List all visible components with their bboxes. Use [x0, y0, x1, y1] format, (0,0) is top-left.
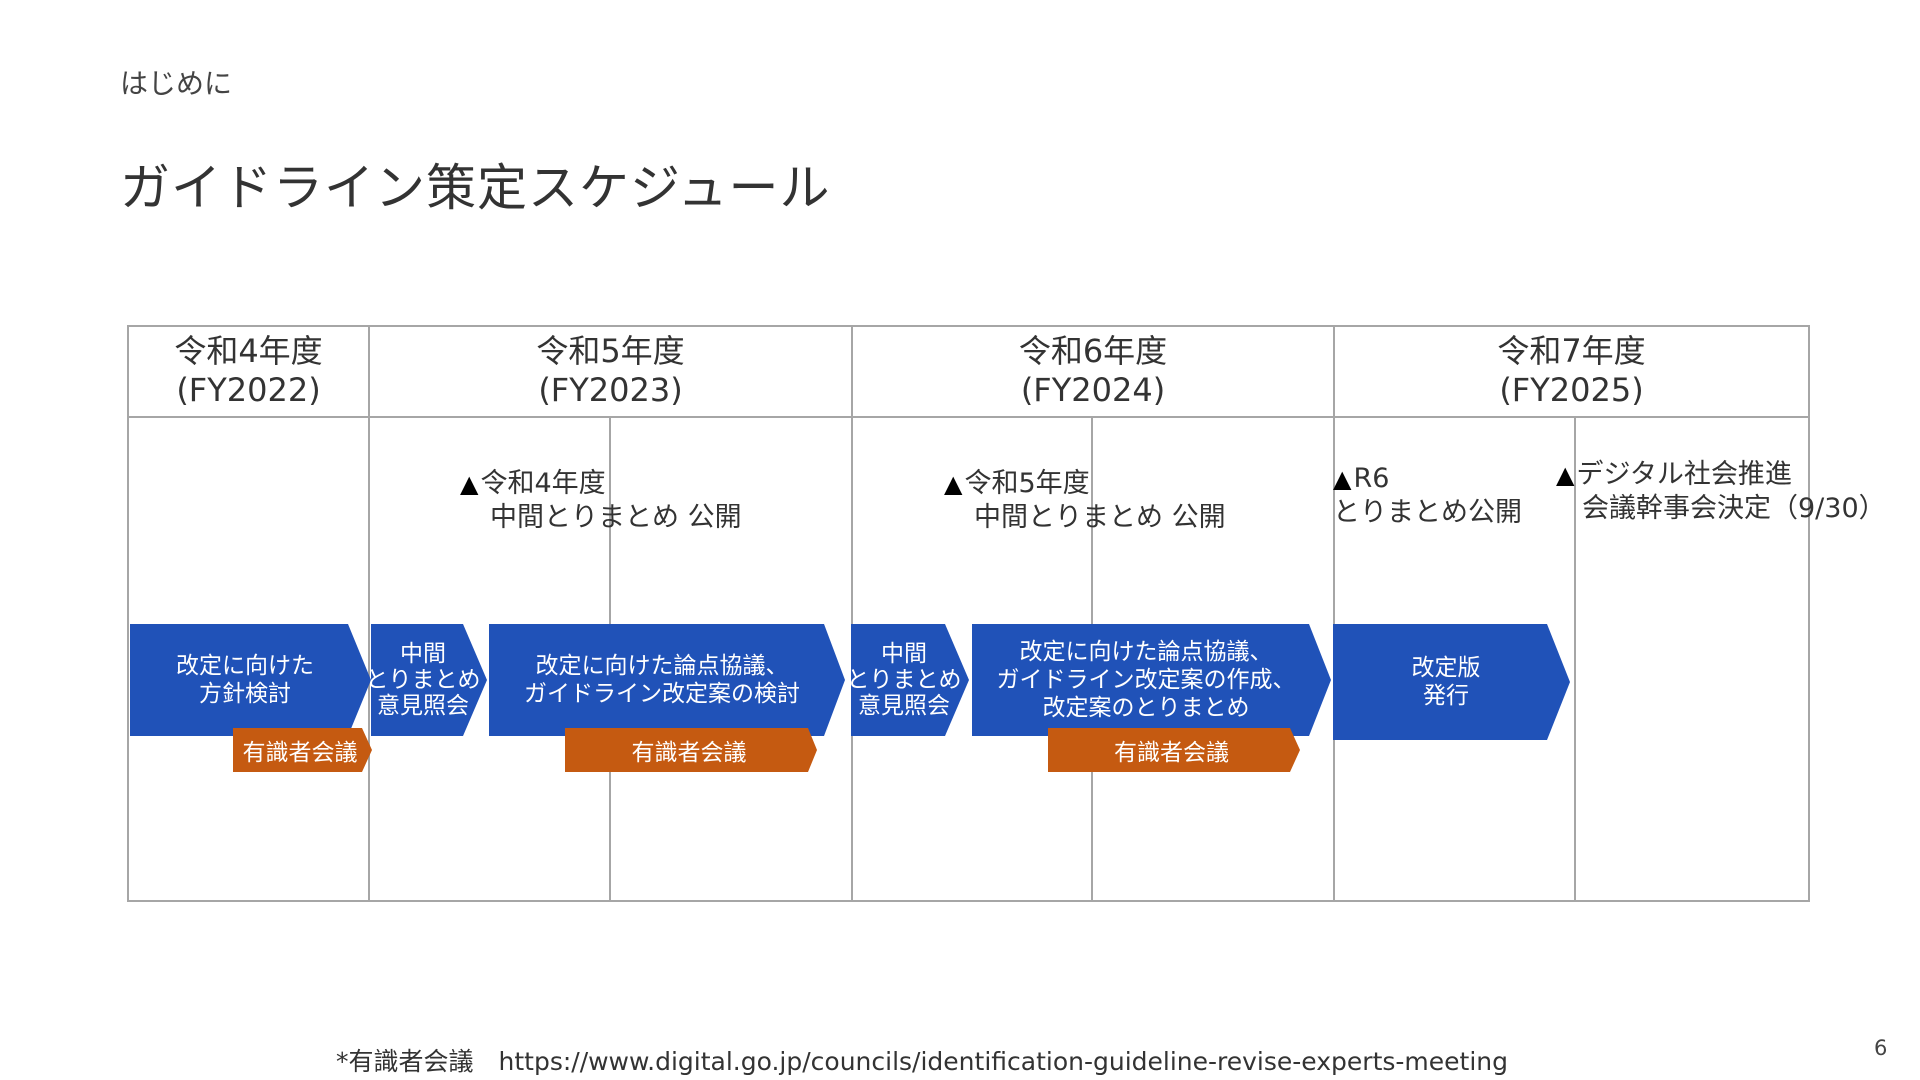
year-header-fy2024: 令和6年度 (FY2024) [852, 326, 1334, 416]
milestone-label: 令和4年度 [480, 468, 606, 499]
milestone-label: 令和5年度 [964, 468, 1090, 499]
phase-label: 改定に向けた論点協議、 [1019, 639, 1273, 665]
phase-policy-study: 改定に向けた方針検討 [130, 624, 360, 736]
grid-line [127, 416, 1810, 418]
milestone-triangle-icon: ▲ [1333, 465, 1352, 493]
phase-label: 発行 [1423, 683, 1469, 709]
phase-arrow [972, 624, 1331, 736]
grid-line [127, 325, 129, 902]
milestone-digital-council: ▲デジタル社会推進 会議幹事会決定（9/30） [1556, 458, 1886, 526]
grid-line [368, 325, 370, 902]
phase-label: 意見照会 [858, 693, 950, 719]
phase-arrow [1333, 624, 1570, 740]
year-header-fy2025: 令和7年度 (FY2025) [1334, 326, 1809, 416]
phase-label: 中間 [400, 641, 446, 667]
milestone-detail: 中間とりまとめ 公開 [974, 502, 1226, 533]
fiscal-year-label: (FY2022) [176, 371, 321, 409]
grid-line [127, 325, 1810, 327]
meeting-arrow [565, 728, 817, 772]
phase-label: 方針検討 [199, 681, 291, 707]
fiscal-year-label: (FY2025) [1499, 371, 1644, 409]
milestone-triangle-icon: ▲ [460, 470, 479, 498]
phase-label: 改定に向けた論点協議、 [535, 653, 789, 679]
footnote: *有識者会議 https://www.digital.go.jp/council… [336, 1047, 1508, 1076]
milestone-label: R6 [1353, 463, 1390, 494]
milestone-detail: とりまとめ公開 [1333, 497, 1522, 528]
phase-drafting-summary: 改定に向けた論点協議、ガイドライン改定案の作成、改定案のとりまとめ [972, 624, 1320, 736]
milestone-detail: 中間とりまとめ 公開 [490, 502, 742, 533]
grid-line [1808, 325, 1810, 902]
grid-line [127, 900, 1810, 902]
meeting-arrow [233, 728, 372, 772]
phase-interim-comment-2: 中間とりまとめ意見照会 [847, 624, 962, 736]
fiscal-year-label: (FY2023) [538, 371, 683, 409]
page-title: ガイドライン策定スケジュール [120, 159, 831, 217]
milestone-triangle-icon: ▲ [944, 470, 963, 498]
phase-label: ガイドライン改定案の検討 [524, 681, 800, 707]
phase-label: とりまとめ [846, 667, 962, 693]
milestone-r4-interim: ▲令和4年度 中間とりまとめ 公開 [460, 467, 742, 535]
milestone-triangle-icon: ▲ [1556, 461, 1575, 489]
milestone-label: デジタル社会推進 [1576, 459, 1792, 490]
year-header-fy2023: 令和5年度 (FY2023) [369, 326, 852, 416]
fiscal-year-label: (FY2024) [1020, 371, 1166, 409]
grid-line [851, 325, 853, 902]
milestone-detail: 会議幹事会決定（9/30） [1582, 493, 1886, 524]
milestone-r5-interim: ▲令和5年度 中間とりまとめ 公開 [944, 467, 1226, 535]
meeting-label: 有識者会議 [631, 740, 747, 766]
grid-line [1574, 417, 1576, 902]
phase-label: 中間 [881, 641, 927, 667]
phase-interim-comment-1: 中間とりまとめ意見照会 [366, 624, 481, 736]
year-label: 令和6年度 [1018, 332, 1168, 370]
phase-label: 改定案のとりまとめ [1042, 695, 1250, 721]
year-label: 令和7年度 [1497, 332, 1646, 370]
phase-arrow [851, 624, 969, 736]
page-number: 6 [1874, 1036, 1888, 1060]
section-label: はじめに [120, 67, 233, 100]
year-header-fy2022: 令和4年度 (FY2022) [128, 326, 369, 416]
phase-revised-edition-release: 改定版発行 [1333, 624, 1559, 740]
phase-label: 改定に向けた [176, 653, 314, 679]
meeting-label: 有識者会議 [1114, 740, 1229, 766]
phase-label: 改定版 [1411, 655, 1481, 681]
year-label: 令和5年度 [536, 332, 685, 370]
phase-arrow [371, 624, 487, 736]
phase-arrow [489, 624, 845, 736]
phase-arrow [130, 624, 371, 736]
phase-label: 意見照会 [377, 693, 469, 719]
grid-line [1333, 325, 1335, 902]
phase-label: とりまとめ [365, 667, 481, 693]
phase-discussion-review: 改定に向けた論点協議、ガイドライン改定案の検討 [489, 624, 835, 736]
phase-label: ガイドライン改定案の作成、 [996, 667, 1296, 693]
year-label: 令和4年度 [174, 332, 323, 370]
meeting-label: 有識者会議 [242, 740, 358, 766]
meeting-arrow [1048, 728, 1300, 772]
milestone-r6-summary: ▲R6 とりまとめ公開 [1333, 462, 1522, 530]
